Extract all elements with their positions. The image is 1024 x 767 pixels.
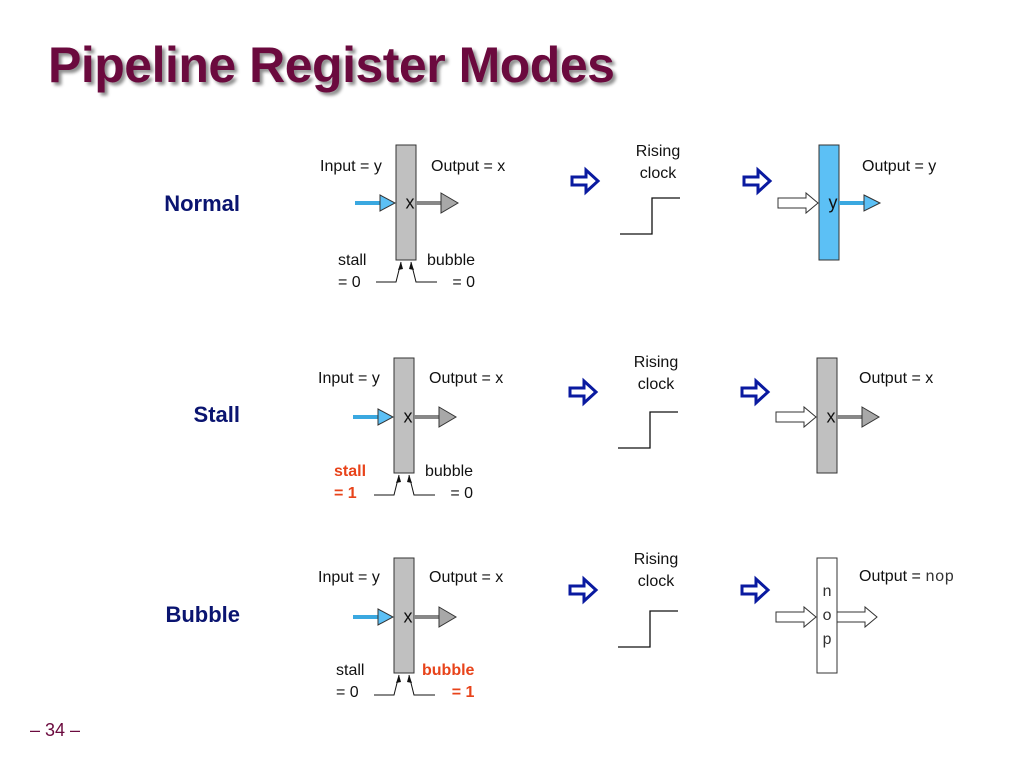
normal-register-value: x [405, 192, 415, 213]
stall-input-label: Input = y [318, 370, 380, 387]
nop-char: p [822, 631, 832, 649]
nop-char: o [822, 607, 832, 625]
normal-transition-arrow-1 [570, 168, 600, 194]
normal-input-label: Input = y [320, 158, 382, 175]
mode-label-stall: Stall [193, 402, 240, 427]
bubble-register-before [353, 557, 457, 696]
normal-mode-row [355, 144, 882, 283]
stall-input-arrow [377, 408, 395, 426]
page-number: – 34 – [30, 720, 81, 740]
stall-register-before [353, 357, 457, 496]
bubble-stall-wire [374, 674, 400, 696]
normal-stall-arrowhead [398, 262, 403, 270]
normal-register-before [355, 144, 459, 283]
normal-after-output-arrow [863, 194, 882, 212]
stall-rising-clock-label: Rising clock [606, 352, 706, 396]
stall-output-label: Output = x [429, 370, 504, 387]
normal-after-register-value: y [828, 192, 838, 213]
bubble-mode-row [353, 557, 878, 696]
normal-rising-clock-label: Rising clock [608, 141, 708, 185]
bubble-stall-signal: stall = 0 [336, 660, 364, 704]
stall-register-value: x [403, 406, 413, 427]
stall-stall-signal: stall = 1 [334, 461, 366, 505]
bubble-after-output-arrow [836, 605, 878, 629]
bubble-bubble-signal: bubble = 1 [422, 660, 474, 704]
stall-bubble-signal: bubble = 0 [425, 461, 473, 505]
stall-register-after [775, 357, 880, 474]
bubble-input-label: Input = y [318, 569, 380, 586]
stall-signal-name: stall [338, 252, 367, 269]
normal-output-label: Output = x [431, 158, 506, 175]
bubble-after-output-value: nop [925, 568, 955, 586]
stall-signal-value: = 1 [334, 485, 357, 502]
rising-clock-line-2: clock [637, 376, 675, 393]
bubble-signal-value: = 0 [450, 485, 474, 502]
normal-transition-arrow-2 [742, 168, 772, 194]
stall-signal-value: = 0 [338, 274, 361, 291]
rising-clock-line-1: Rising [635, 143, 681, 160]
stall-after-register-value: x [826, 406, 836, 427]
bubble-signal-name: bubble [427, 252, 476, 269]
bubble-signal-value: = 0 [452, 274, 476, 291]
rising-clock-line-1: Rising [633, 354, 679, 371]
bubble-input-arrow [377, 608, 395, 626]
stall-after-input-arrow [775, 405, 817, 429]
bubble-signal-name: bubble [422, 662, 475, 679]
stall-signal-name: stall [336, 662, 365, 679]
mode-label-normal: Normal [164, 191, 240, 216]
stall-signal-name: stall [334, 463, 367, 480]
bubble-after-input-arrow [775, 605, 817, 629]
stall-output-arrow [438, 406, 457, 428]
rising-clock-line-2: clock [637, 573, 675, 590]
bubble-transition-arrow-1 [568, 577, 598, 603]
bubble-output-label: Output = x [429, 569, 504, 586]
normal-stall-wire [376, 261, 402, 283]
normal-bubble-arrowhead [409, 262, 414, 270]
rising-clock-line-1: Rising [633, 551, 679, 568]
normal-register-after [777, 144, 882, 261]
bubble-signal-name: bubble [425, 463, 474, 480]
stall-after-output-arrow [861, 406, 880, 428]
stall-rising-clock-waveform [617, 411, 679, 449]
normal-after-output-label: Output = y [862, 158, 937, 175]
stall-mode-row [353, 357, 880, 496]
bubble-after-output-label: Output = nop [859, 568, 955, 586]
stall-stall-wire [374, 474, 400, 496]
bubble-rising-clock-waveform [617, 610, 679, 648]
page-title: Pipeline Register Modes [48, 37, 615, 93]
bubble-output-arrow [438, 606, 457, 628]
normal-output-arrow [440, 192, 459, 214]
bubble-stall-arrowhead [396, 675, 401, 683]
normal-input-arrow [379, 194, 397, 212]
stall-bubble-arrowhead [407, 475, 412, 483]
mode-label-bubble: Bubble [165, 602, 240, 627]
bubble-transition-arrow-2 [740, 577, 770, 603]
stall-after-output-label: Output = x [859, 370, 934, 387]
normal-after-input-arrow [777, 191, 819, 215]
bubble-bubble-arrowhead [407, 675, 412, 683]
stall-stall-arrowhead [396, 475, 401, 483]
bubble-register-after [775, 557, 878, 674]
normal-stall-signal: stall = 0 [338, 250, 366, 294]
normal-after-output-value: y [928, 158, 937, 175]
normal-bubble-signal: bubble = 0 [427, 250, 475, 294]
normal-rising-clock-waveform [619, 197, 681, 235]
bubble-rising-clock-label: Rising clock [606, 549, 706, 593]
stall-signal-value: = 0 [336, 684, 359, 701]
stall-transition-arrow-1 [568, 379, 598, 405]
stall-after-output-value: x [925, 370, 934, 387]
bubble-register-value: x [403, 606, 413, 627]
stall-transition-arrow-2 [740, 379, 770, 405]
bubble-signal-value: = 1 [451, 684, 475, 701]
nop-char: n [822, 583, 832, 601]
bubble-nop-register-value: n o p [813, 580, 841, 652]
rising-clock-line-2: clock [639, 165, 677, 182]
